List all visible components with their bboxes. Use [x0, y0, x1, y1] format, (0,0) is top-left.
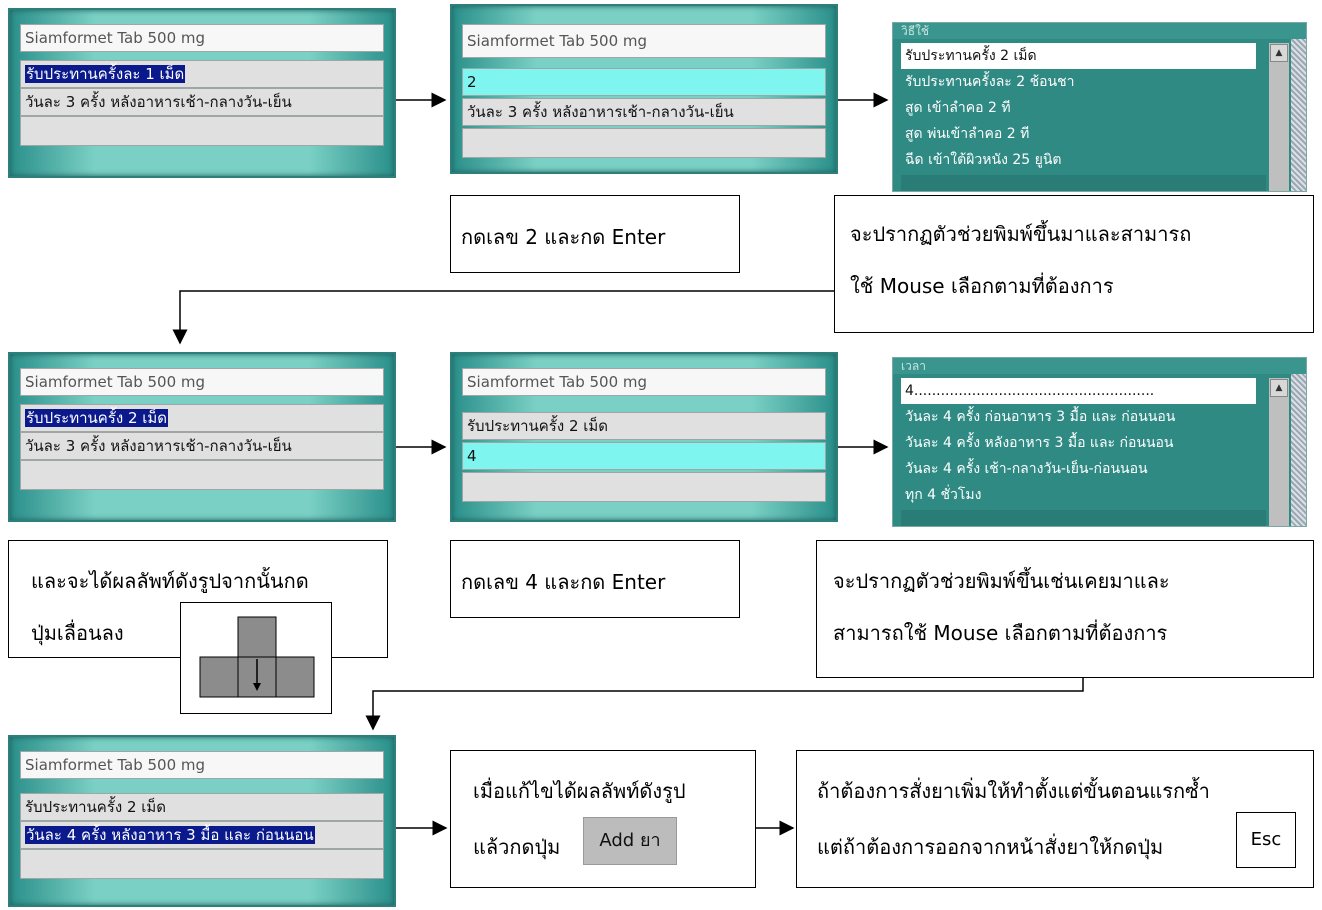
frequency-field[interactable]: วันละ 4 ครั้ง หลังอาหาร 3 มื้อ และ ก่อนน… [20, 821, 384, 849]
arrow-3 [172, 290, 838, 345]
empty-field[interactable] [462, 472, 826, 502]
instruction-box-7: ถ้าต้องการสั่งยาเพิ่มให้ทำตั้งแต่ขั้นตอน… [796, 750, 1314, 888]
instruction-text-line1: เมื่อแก้ไขได้ผลลัพท์ดังรูป [473, 779, 686, 803]
popup-item[interactable]: วันละ 4 ครั้ง หลังอาหาร 3 มื้อ และ ก่อนน… [905, 435, 1174, 451]
instruction-box-5: จะปรากฏตัวช่วยพิมพ์ขึ้นเช่นเคยมาและ สามา… [816, 540, 1314, 678]
dose-field[interactable]: รับประทานครั้ง 2 เม็ด [20, 404, 384, 432]
arrow-keys-illustration [180, 602, 332, 714]
instruction-text-line2: แล้วกดปุ่ม [473, 835, 561, 859]
instruction-text-line2: แต่ถ้าต้องการออกจากหน้าสั่งยาให้กดปุ่ม [817, 835, 1164, 859]
dose-field[interactable]: รับประทานครั้ง 2 เม็ด [462, 412, 826, 440]
popup-list-footer [901, 510, 1266, 526]
empty-field[interactable] [20, 849, 384, 879]
empty-field[interactable] [20, 116, 384, 146]
drug-panel-step3: Siamformet Tab 500 mg รับประทานครั้ง 2 เ… [8, 352, 396, 522]
popup-item[interactable]: สูด เข้าลำคอ 2 ที [905, 100, 1011, 116]
instruction-text-line1: ถ้าต้องการสั่งยาเพิ่มให้ทำตั้งแต่ขั้นตอน… [817, 779, 1210, 803]
scroll-up-icon[interactable]: ▲ [1270, 379, 1288, 397]
scroll-up-icon[interactable]: ▲ [1270, 44, 1288, 62]
drug-panel-step5: Siamformet Tab 500 mg รับประทานครั้ง 2 เ… [8, 735, 396, 907]
frequency-input-field[interactable]: 4 [462, 442, 826, 470]
drug-name-field[interactable]: Siamformet Tab 500 mg [462, 368, 826, 396]
frequency-field[interactable]: วันละ 3 ครั้ง หลังอาหารเช้า-กลางวัน-เย็น [462, 98, 826, 126]
popup-edge-strip [1291, 374, 1306, 526]
instruction-text: กดเลข 4 และกด Enter [461, 570, 666, 594]
drug-name-field[interactable]: Siamformet Tab 500 mg [20, 751, 384, 779]
instruction-box-2: จะปรากฏตัวช่วยพิมพ์ขึ้นมาและสามารถ ใช้ M… [834, 195, 1314, 333]
popup-list: 4.......................................… [901, 378, 1256, 508]
dose-field[interactable]: รับประทานครั้ง 2 เม็ด [20, 793, 384, 821]
popup-title: เวลา [893, 358, 1306, 374]
instruction-text-line1: และจะได้ผลลัพท์ดังรูปจากนั้นกด [31, 569, 309, 593]
drug-panel-step4: Siamformet Tab 500 mg รับประทานครั้ง 2 เ… [450, 352, 838, 522]
arrow-down-key-icon [199, 616, 315, 698]
drug-name-field[interactable]: Siamformet Tab 500 mg [20, 24, 384, 52]
dose-selected-text: รับประทานครั้งละ 1 เม็ด [25, 65, 186, 83]
popup-scrollbar[interactable] [1269, 378, 1289, 526]
popup-item[interactable]: วันละ 4 ครั้ง ก่อนอาหาร 3 มื้อ และ ก่อนน… [905, 409, 1176, 425]
drug-panel-step1: Siamformet Tab 500 mg รับประทานครั้งละ 1… [8, 8, 396, 178]
popup-item[interactable]: ฉีด เข้าใต้ผิวหนัง 25 ยูนิต [905, 152, 1062, 168]
frequency-field[interactable]: วันละ 3 ครั้ง หลังอาหารเช้า-กลางวัน-เย็น [20, 432, 384, 460]
empty-field[interactable] [462, 128, 826, 158]
frequency-selected-text: วันละ 4 ครั้ง หลังอาหาร 3 มื้อ และ ก่อนน… [25, 826, 315, 844]
instruction-text-line2: ใช้ Mouse เลือกตามที่ต้องการ [850, 274, 1114, 298]
popup-input-line[interactable]: 4.......................................… [901, 378, 1256, 404]
instruction-box-4: กดเลข 4 และกด Enter [450, 540, 740, 618]
empty-field[interactable] [20, 460, 384, 490]
popup-title: วิธีใช้ [893, 23, 1306, 39]
drug-panel-step2: Siamformet Tab 500 mg 2 วันละ 3 ครั้ง หล… [450, 4, 838, 174]
popup-edge-strip [1291, 39, 1306, 191]
instruction-text-line2: ปุ่มเลื่อนลง [31, 621, 124, 645]
esc-key[interactable]: Esc [1236, 812, 1296, 868]
popup-item[interactable]: ทุก 4 ชั่วโมง [905, 487, 982, 503]
popup-scrollbar[interactable] [1269, 43, 1289, 191]
instruction-text-line1: จะปรากฏตัวช่วยพิมพ์ขึ้นเช่นเคยมาและ [833, 569, 1170, 593]
dose-input-field[interactable]: 2 [462, 68, 826, 96]
dose-field[interactable]: รับประทานครั้งละ 1 เม็ด [20, 60, 384, 88]
instruction-box-1: กดเลข 2 และกด Enter [450, 195, 740, 273]
dose-selected-text: รับประทานครั้ง 2 เม็ด [25, 409, 169, 427]
time-helper-popup: เวลา 4..................................… [892, 357, 1307, 527]
popup-item[interactable]: รับประทานครั้ง 2 เม็ด [901, 43, 1256, 69]
usage-helper-popup: วิธีใช้ รับประทานครั้ง 2 เม็ด รับประทานค… [892, 22, 1307, 192]
frequency-field[interactable]: วันละ 3 ครั้ง หลังอาหารเช้า-กลางวัน-เย็น [20, 88, 384, 116]
popup-item[interactable]: รับประทานครั้งละ 2 ช้อนชา [905, 74, 1075, 90]
popup-item[interactable]: สูด พ่นเข้าลำคอ 2 ที [905, 126, 1030, 142]
popup-item[interactable]: วันละ 4 ครั้ง เช้า-กลางวัน-เย็น-ก่อนนอน [905, 461, 1148, 477]
popup-list: รับประทานครั้ง 2 เม็ด รับประทานครั้งละ 2… [901, 43, 1256, 173]
instruction-text: กดเลข 2 และกด Enter [461, 225, 666, 249]
instruction-box-6: เมื่อแก้ไขได้ผลลัพท์ดังรูป แล้วกดปุ่ม Ad… [450, 750, 756, 888]
drug-name-field[interactable]: Siamformet Tab 500 mg [462, 24, 826, 58]
arrow-6 [365, 678, 1084, 731]
instruction-text-line1: จะปรากฏตัวช่วยพิมพ์ขึ้นมาและสามารถ [850, 222, 1192, 246]
add-drug-button[interactable]: Add ยา [583, 817, 677, 865]
drug-name-field[interactable]: Siamformet Tab 500 mg [20, 368, 384, 396]
popup-list-footer [901, 175, 1266, 191]
instruction-text-line2: สามารถใช้ Mouse เลือกตามที่ต้องการ [833, 621, 1168, 645]
